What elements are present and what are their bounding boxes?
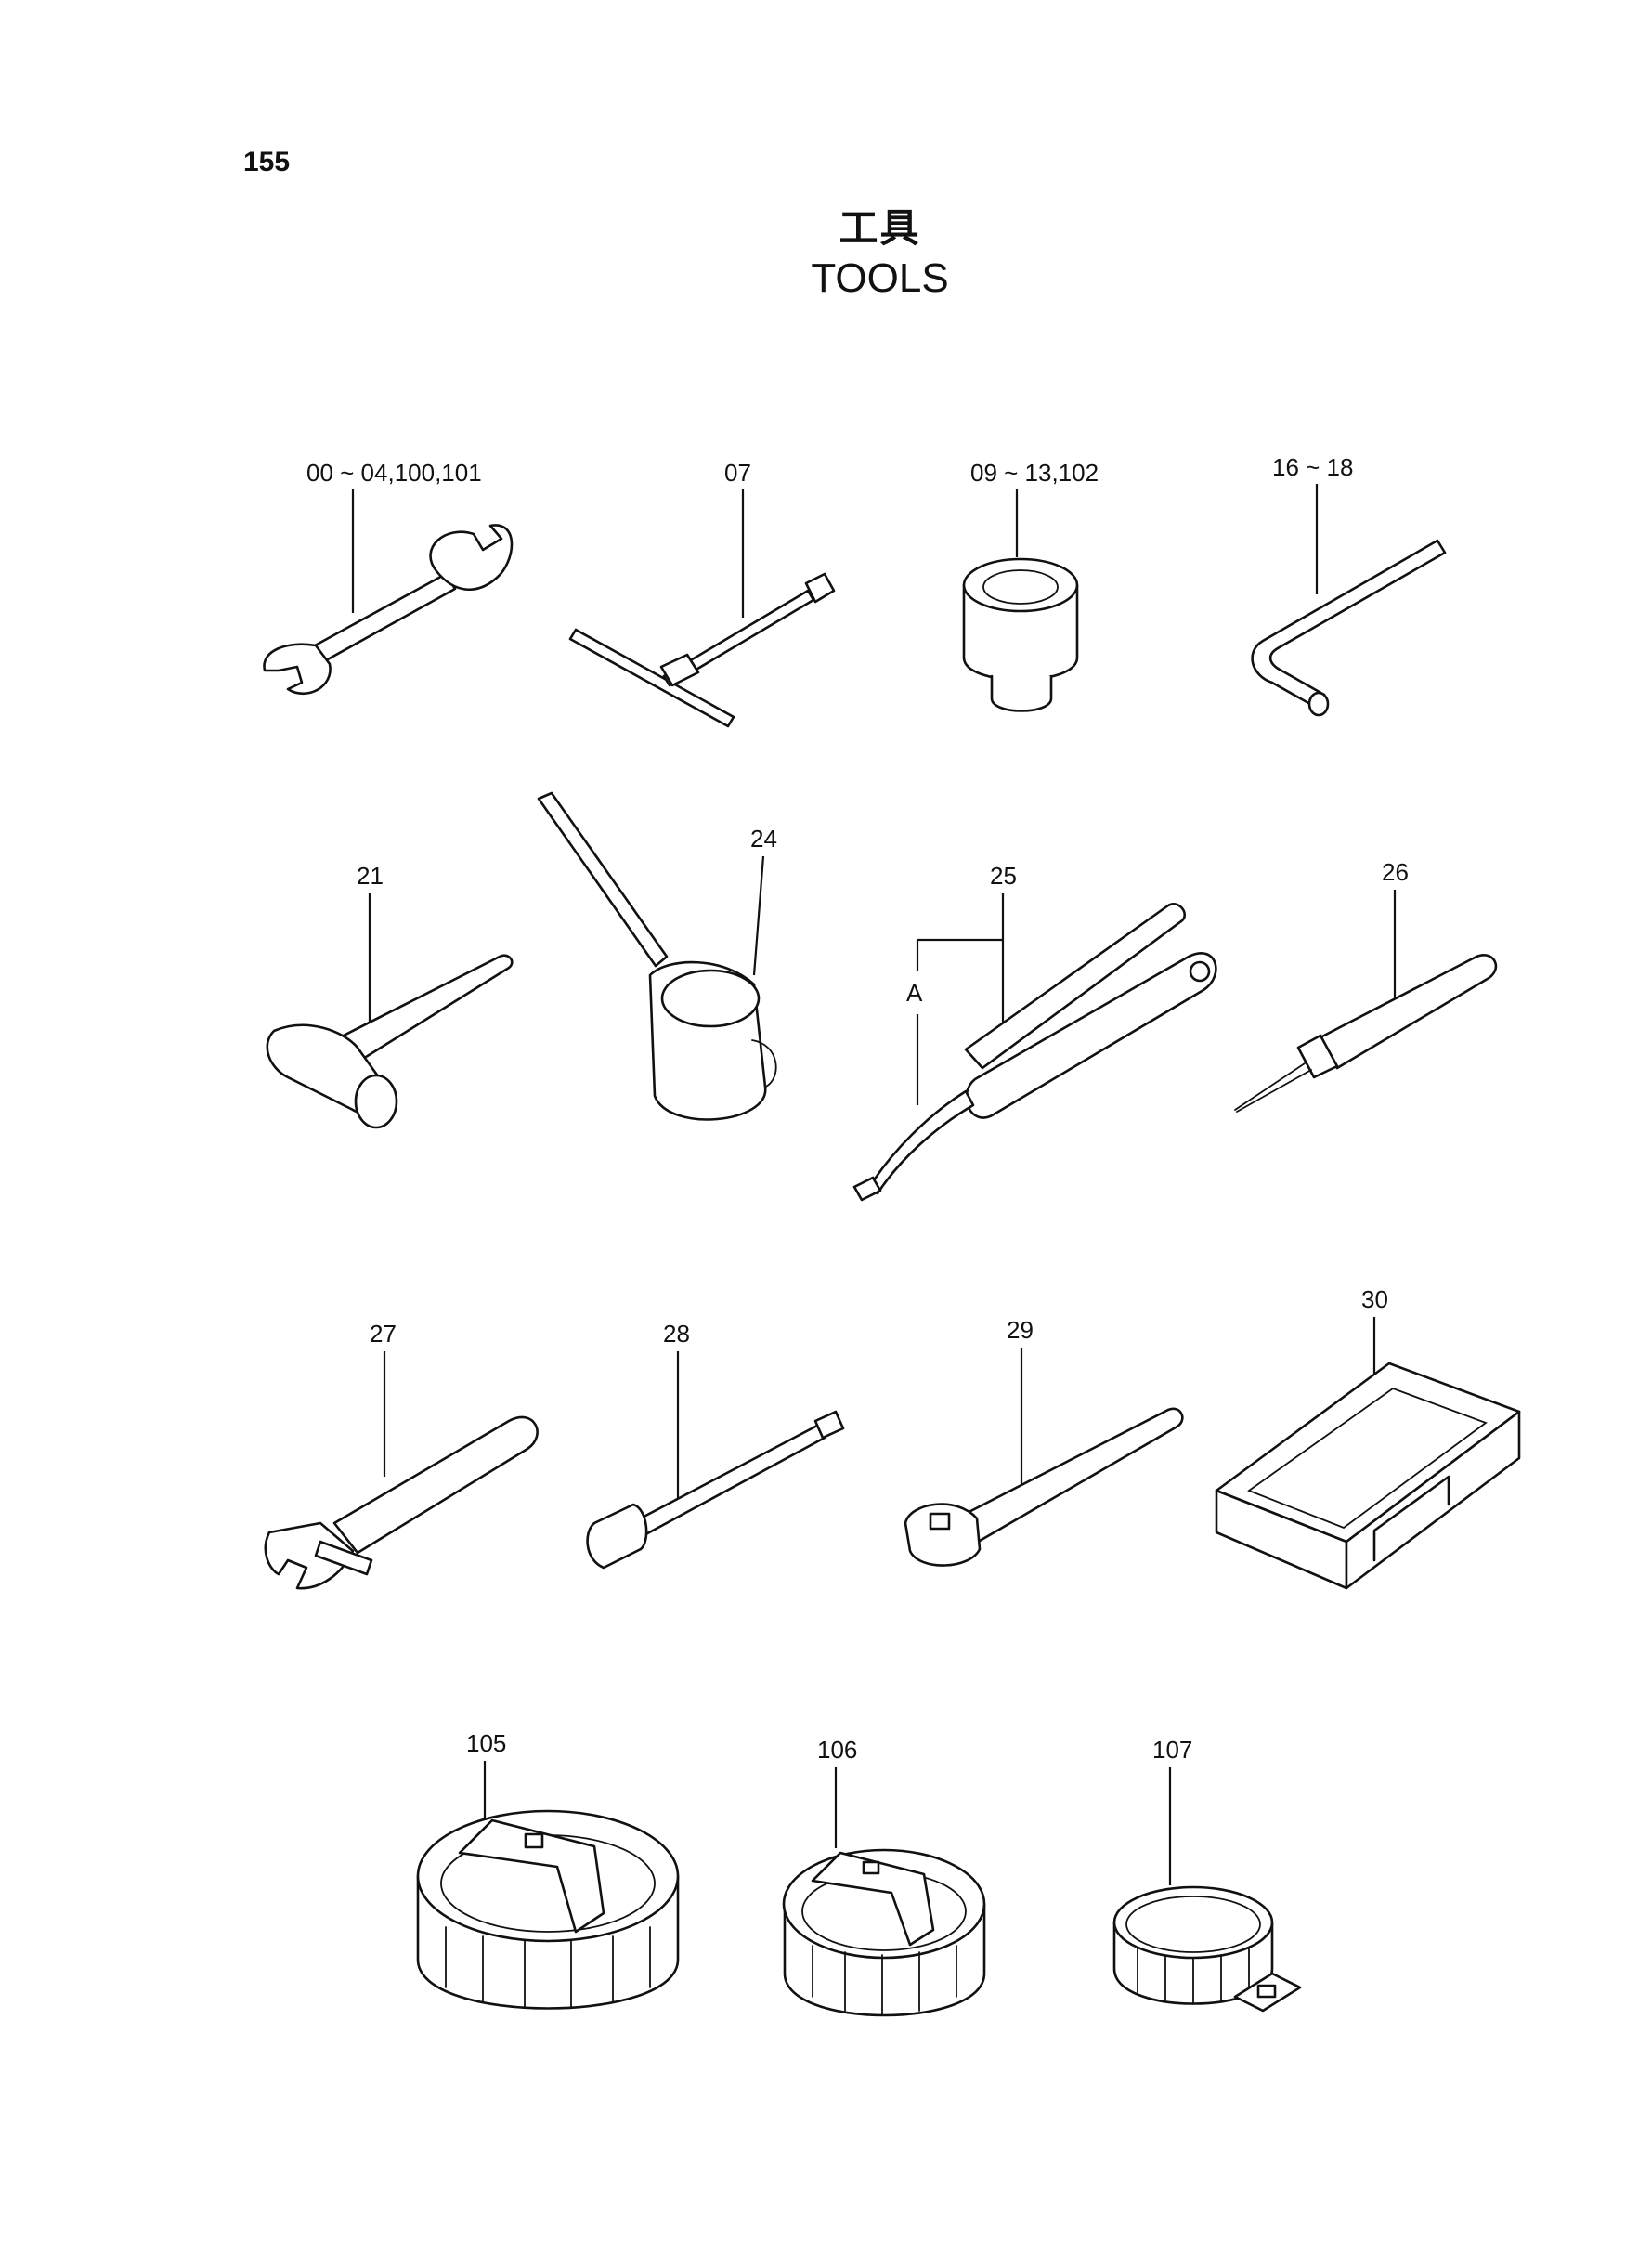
label-adjustable-wrench: 27 [370, 1320, 397, 1348]
label-filter-wrench-105: 105 [466, 1729, 506, 1757]
label-oil-can: 24 [750, 825, 777, 853]
grease-gun-part: 25 A [852, 862, 1217, 1202]
label-filter-wrench-106: 106 [817, 1736, 857, 1764]
title-japanese: 工具 [839, 205, 921, 251]
label-tool-box: 30 [1361, 1285, 1388, 1313]
hammer-part: 21 [266, 862, 514, 1129]
socket-part: 09 ~ 13,102 [962, 459, 1099, 712]
label-screwdriver: 26 [1382, 858, 1409, 886]
page-title: 工具 TOOLS [0, 204, 1652, 305]
leader-grease-gun [917, 893, 1005, 1031]
label-hex-key: 16 ~ 18 [1272, 453, 1353, 481]
label-socket: 09 ~ 13,102 [970, 459, 1099, 487]
ratchet-handle-part: 29 [904, 1316, 1184, 1567]
label-ratchet-handle: 29 [1007, 1316, 1034, 1344]
page-number: 155 [243, 147, 291, 177]
label-wrench: 00 ~ 04,100,101 [306, 459, 482, 487]
t-wrench-part: 07 [568, 459, 836, 728]
adjustable-wrench-part: 27 [264, 1320, 539, 1590]
extension-bar-part: 28 [586, 1320, 845, 1570]
filter-wrench-106-part: 106 [782, 1736, 986, 2017]
label-extension-bar: 28 [663, 1320, 690, 1348]
label-t-wrench: 07 [724, 459, 751, 487]
filter-wrench-107-part: 107 [1112, 1736, 1302, 2013]
screwdriver-part: 26 [1234, 858, 1498, 1113]
wrench-part: 00 ~ 04,100,101 [263, 459, 514, 695]
label-filter-wrench-107: 107 [1152, 1736, 1192, 1764]
oil-can-part: 24 [537, 791, 777, 1121]
hex-key-part: 16 ~ 18 [1251, 453, 1447, 717]
filter-wrench-105-part: 105 [416, 1729, 680, 2010]
tool-box-part: 30 [1215, 1285, 1521, 1590]
title-english: TOOLS [811, 255, 949, 301]
label-hammer: 21 [357, 862, 384, 890]
label-grease-gun: 25 [990, 862, 1017, 890]
leader-oil-can [752, 855, 765, 976]
label-grease-gun-sub: A [906, 979, 923, 1007]
